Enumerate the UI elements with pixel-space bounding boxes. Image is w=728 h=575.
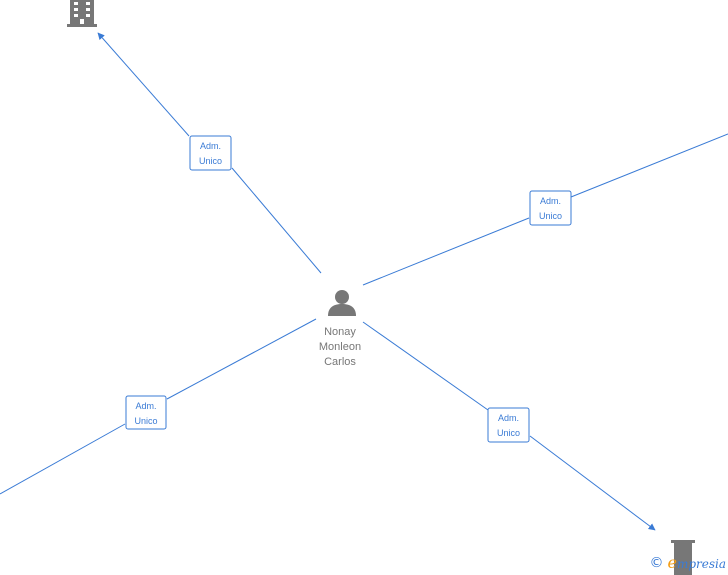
empresia-watermark: © empresia — [649, 553, 726, 572]
brand-logo: empresia — [667, 553, 726, 572]
building-icon[interactable] — [671, 540, 695, 575]
edge-top-right[interactable] — [362, 133, 728, 286]
edge-label-bottom-right[interactable]: Adm. Unico — [487, 407, 530, 443]
edge-label-line-1: Adm. — [498, 413, 519, 423]
edge-label-line-1: Adm. — [200, 141, 221, 151]
building-icon[interactable] — [67, 0, 97, 27]
edge-bottom-right[interactable] — [362, 321, 656, 531]
copyright-icon: © — [649, 554, 664, 571]
edge-label-line-2: Unico — [539, 211, 562, 221]
edge-label-bottom-left[interactable]: Adm. Unico — [125, 395, 167, 430]
edge-label-line-2: Unico — [199, 156, 222, 166]
person-name-line-2: Monleon — [319, 341, 361, 353]
brand-logo-e: e — [667, 553, 677, 572]
edge-label-line-2: Unico — [497, 428, 520, 438]
edge-label-line-2: Unico — [134, 416, 157, 426]
person-node[interactable]: Nonay Monleon Carlos — [319, 290, 361, 368]
person-name-line-3: Carlos — [324, 356, 356, 368]
brand-logo-rest: mpresia — [676, 557, 726, 571]
person-icon — [328, 290, 356, 316]
edge-bottom-left[interactable] — [0, 318, 317, 495]
edge-label-line-1: Adm. — [135, 401, 156, 411]
edge-label-line-1: Adm. — [540, 196, 561, 206]
edge-label-top-right[interactable]: Adm. Unico — [529, 190, 572, 226]
edge-label-top-left[interactable]: Adm. Unico — [189, 135, 232, 171]
person-name-line-1: Nonay — [324, 326, 356, 338]
edge-top-left[interactable] — [97, 32, 322, 274]
